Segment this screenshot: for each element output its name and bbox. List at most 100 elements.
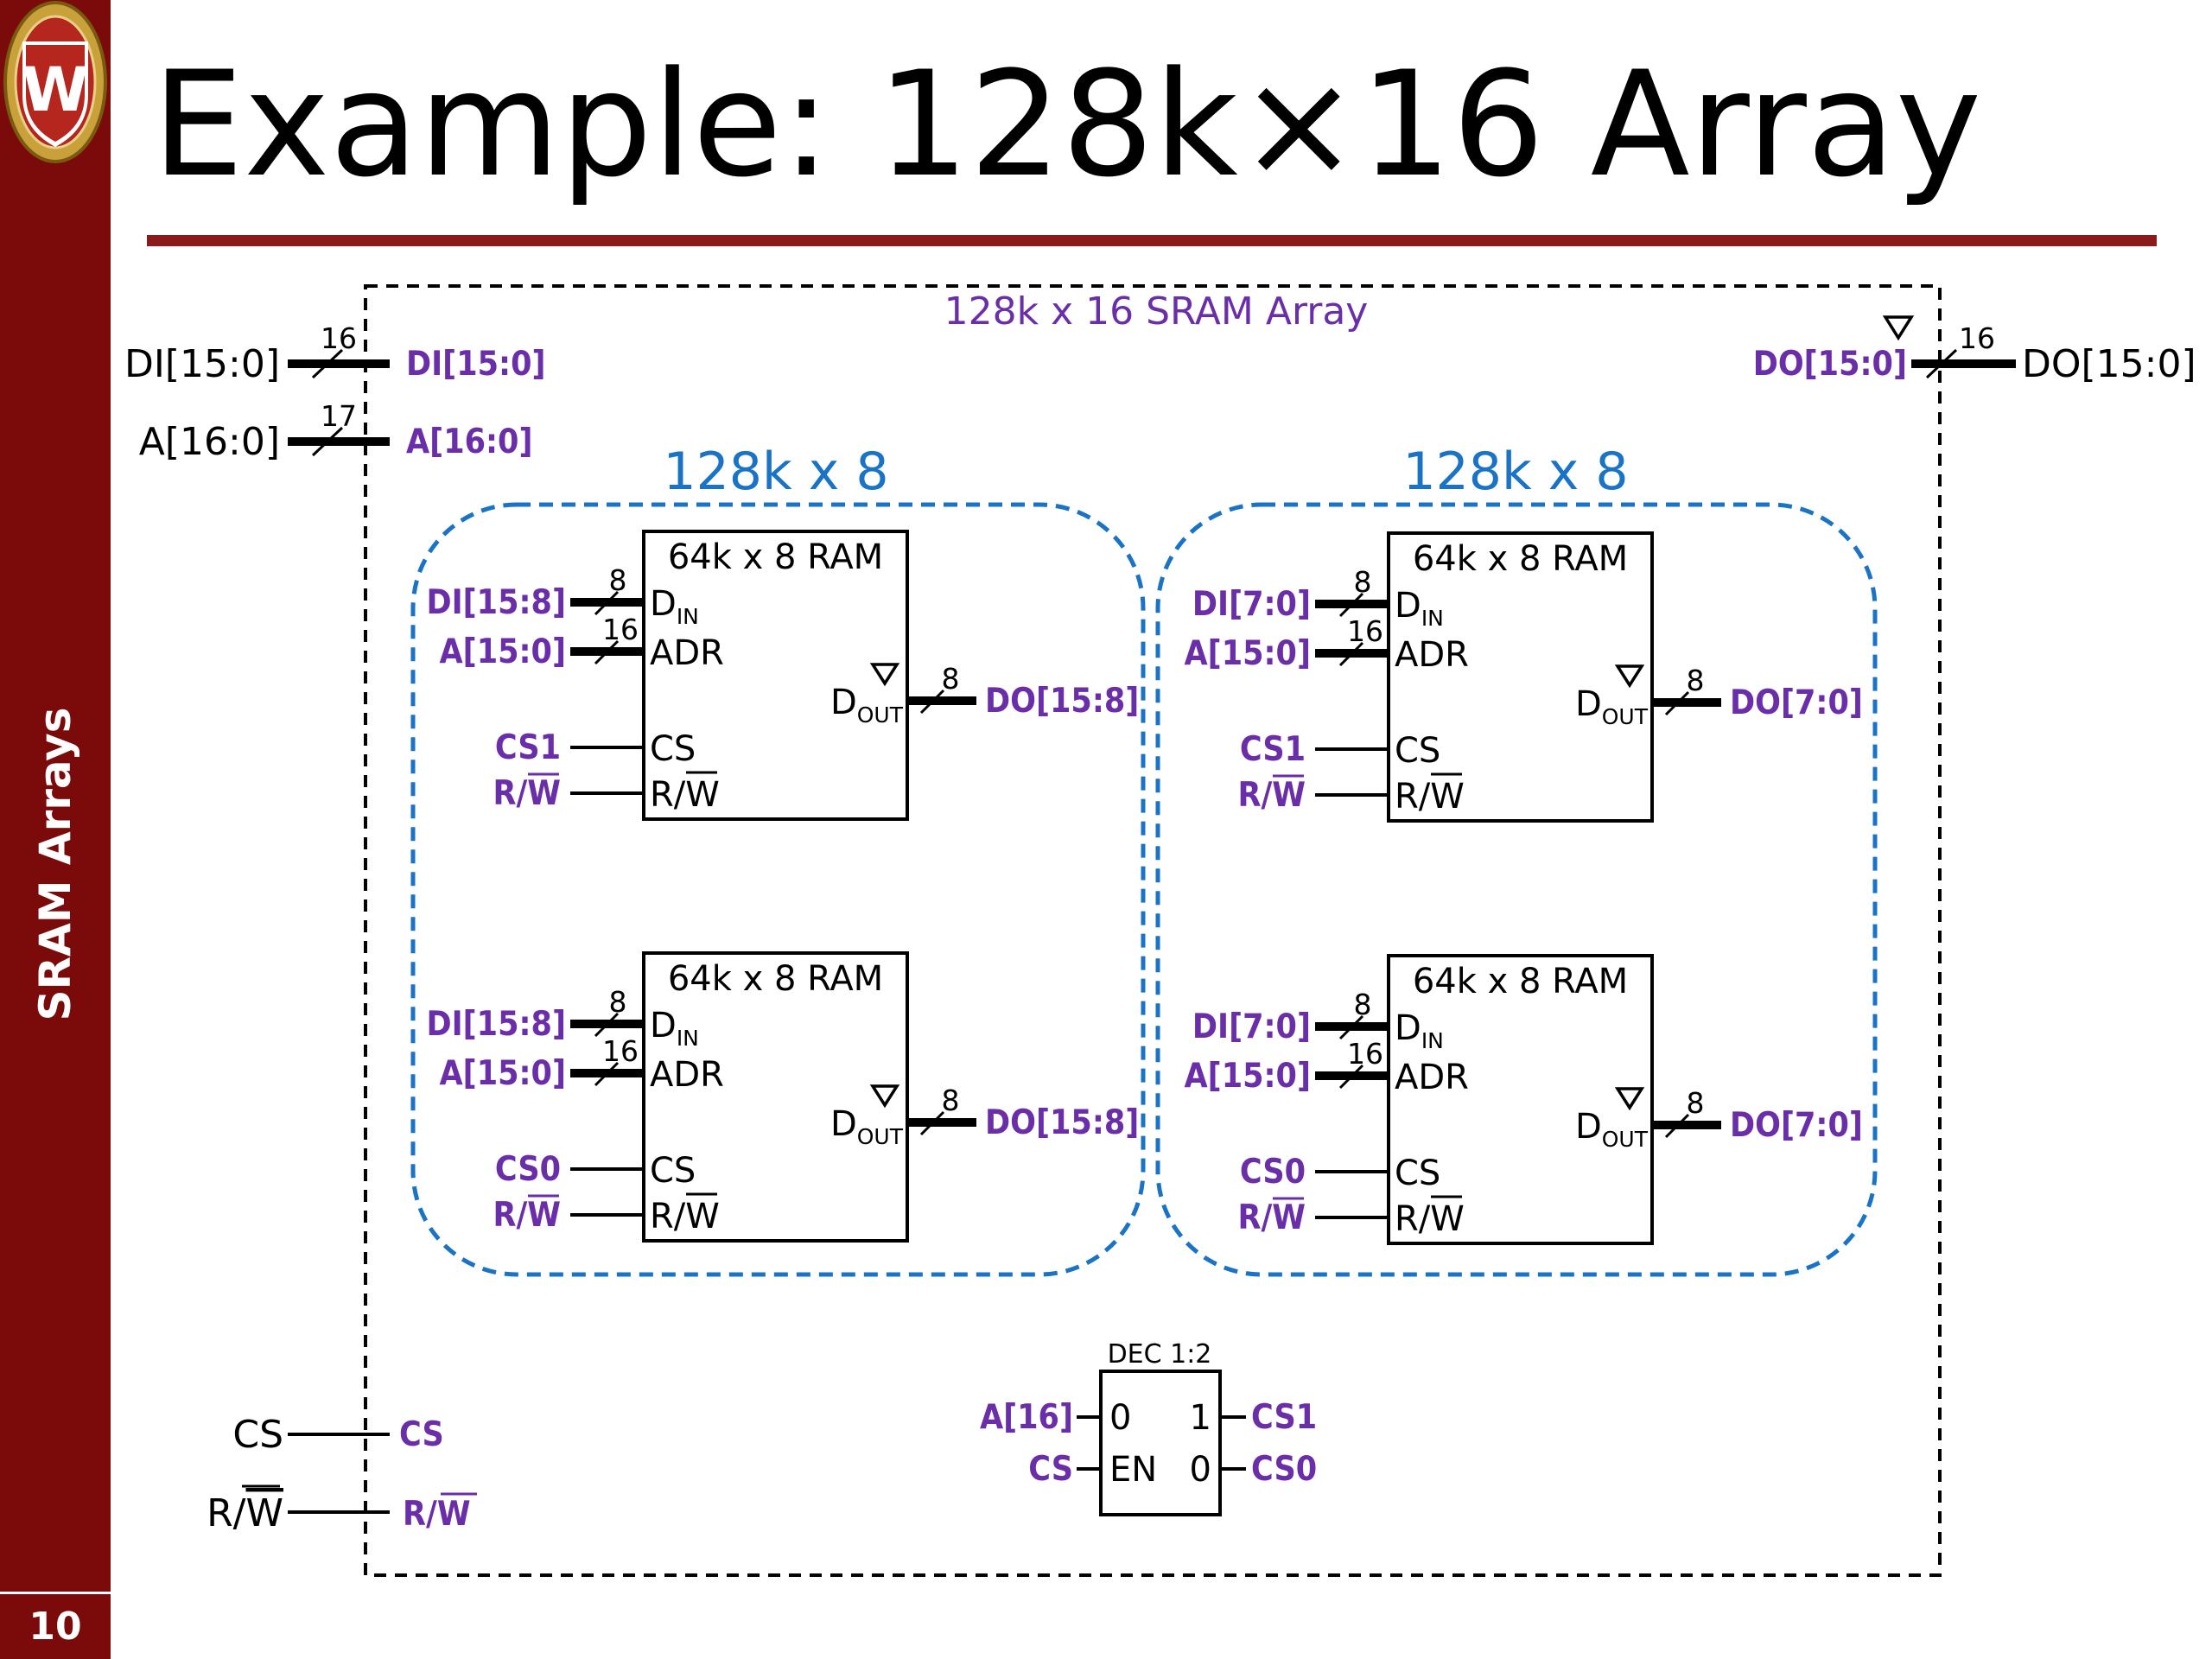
rw-port-r: R/ [650,775,686,815]
ram-title: 64k x 8 RAM [1413,962,1628,1001]
din-width: 8 [1354,565,1372,599]
rw-signal: R/W [493,774,561,813]
din-port: DIN [650,584,699,629]
din-port-main: D [650,584,677,624]
rw-signal: R/W [1237,776,1306,815]
din-width: 8 [1354,988,1372,1021]
ram-title: 64k x 8 RAM [1413,539,1628,579]
rw-port-r: R/ [1395,777,1431,817]
ext-do-label: DO[15:0] [2022,342,2196,386]
dout-port-sub: OUT [857,1124,904,1149]
dout-port-main: D [830,683,857,722]
group-box-right [1155,502,1878,1277]
din-port-sub: IN [677,604,699,629]
rw-signal: R/W [1237,1198,1306,1237]
adr-port: ADR [650,633,724,673]
cs-port: CS [650,1151,696,1191]
ext-addr-slash [311,426,344,457]
rw-signal-w: W [1272,776,1306,815]
decoder-in-a-port: 0 [1109,1398,1131,1438]
rw-port-w: W [685,1197,720,1236]
ext-addr-label: A[16:0] [139,420,280,464]
adr-width: 16 [602,613,639,646]
ext-di-label: DI[15:0] [124,342,280,386]
din-bus-slash [594,1012,620,1038]
din-port: DIN [650,1006,699,1051]
decoder-out-0-port: 0 [1190,1450,1211,1490]
din-port: DIN [1395,1008,1444,1053]
adr-signal: A[15:0] [1185,634,1312,673]
dout-tristate-icon [869,663,900,687]
int-addr-label: A[16:0] [406,423,533,461]
page-number: 10 [0,1592,111,1649]
decoder-in-en-port: EN [1109,1450,1157,1490]
din-width: 8 [609,563,627,597]
cs-signal: CS0 [495,1150,561,1189]
decoder-sig-1: CS1 [1251,1398,1317,1437]
din-port-sub: IN [677,1026,699,1051]
din-signal: DI[7:0] [1192,585,1311,624]
cs-signal: CS0 [1240,1153,1306,1192]
din-port-sub: IN [1421,1028,1444,1053]
rw-signal-w: W [1272,1198,1306,1237]
adr-bus-slash [594,639,620,665]
rw-signal: R/W [493,1196,561,1235]
dout-port-main: D [830,1104,857,1144]
sidebar: SRAM Arrays 10 [0,0,111,1659]
rw-port-w: W [1430,1199,1465,1239]
adr-width: 16 [1347,1037,1383,1071]
ext-do-width: 16 [1959,321,1995,355]
din-signal: DI[15:8] [426,1005,566,1044]
dout-port-sub: OUT [857,702,904,728]
rw-port-w: W [1430,777,1465,817]
int-do-label: DO[15:0] [1753,345,1907,384]
dout-port-main: D [1575,1107,1602,1147]
int-rw-r: R/ [403,1495,437,1534]
array-label: 128k x 16 SRAM Array [944,289,1369,334]
rw-signal-r: R/ [1237,1198,1272,1237]
decoder-sig-0: CS0 [1251,1450,1317,1489]
slide-title: Example: 128k×16 Array [152,40,1982,209]
cs-signal: CS1 [495,728,561,767]
dout-port: DOUT [1575,1107,1649,1152]
din-port-main: D [650,1006,677,1046]
ext-cs-label: CS [232,1413,283,1457]
dout-port: DOUT [830,1104,904,1149]
ext-rw-label: R/W [207,1491,283,1535]
group-label-left: 128k x 8 [663,442,888,502]
adr-port: ADR [650,1055,724,1095]
adr-bus-slash [1338,641,1364,667]
decoder-title: DEC 1:2 [1108,1339,1212,1370]
din-bus-slash [594,590,620,616]
dout-width: 8 [942,662,960,696]
rw-port: R/W [650,775,720,815]
ram-title: 64k x 8 RAM [668,537,883,577]
rw-signal-r: R/ [493,774,527,813]
dout-tristate-icon [1614,1087,1645,1111]
cs-port: CS [1395,731,1440,771]
logo-letter: W [22,54,88,125]
dout-bus-slash [919,1110,945,1136]
dout-signal: DO[15:8] [985,682,1139,721]
adr-signal: A[15:0] [440,632,567,671]
dout-port-sub: OUT [1602,1127,1649,1152]
int-di-label: DI[15:0] [406,345,546,384]
dout-port-sub: OUT [1602,704,1649,729]
dout-width: 8 [942,1084,960,1117]
ext-do-tristate-icon [1884,315,1913,340]
rw-port-r: R/ [650,1197,686,1236]
rw-port: R/W [650,1197,720,1236]
adr-width: 16 [1347,614,1383,648]
din-port-main: D [1395,1008,1421,1048]
dout-port: DOUT [830,683,904,728]
group-box-left [410,502,1146,1277]
din-signal: DI[15:8] [426,583,566,622]
rw-port: R/W [1395,1199,1465,1239]
ext-di-slash [311,348,344,379]
